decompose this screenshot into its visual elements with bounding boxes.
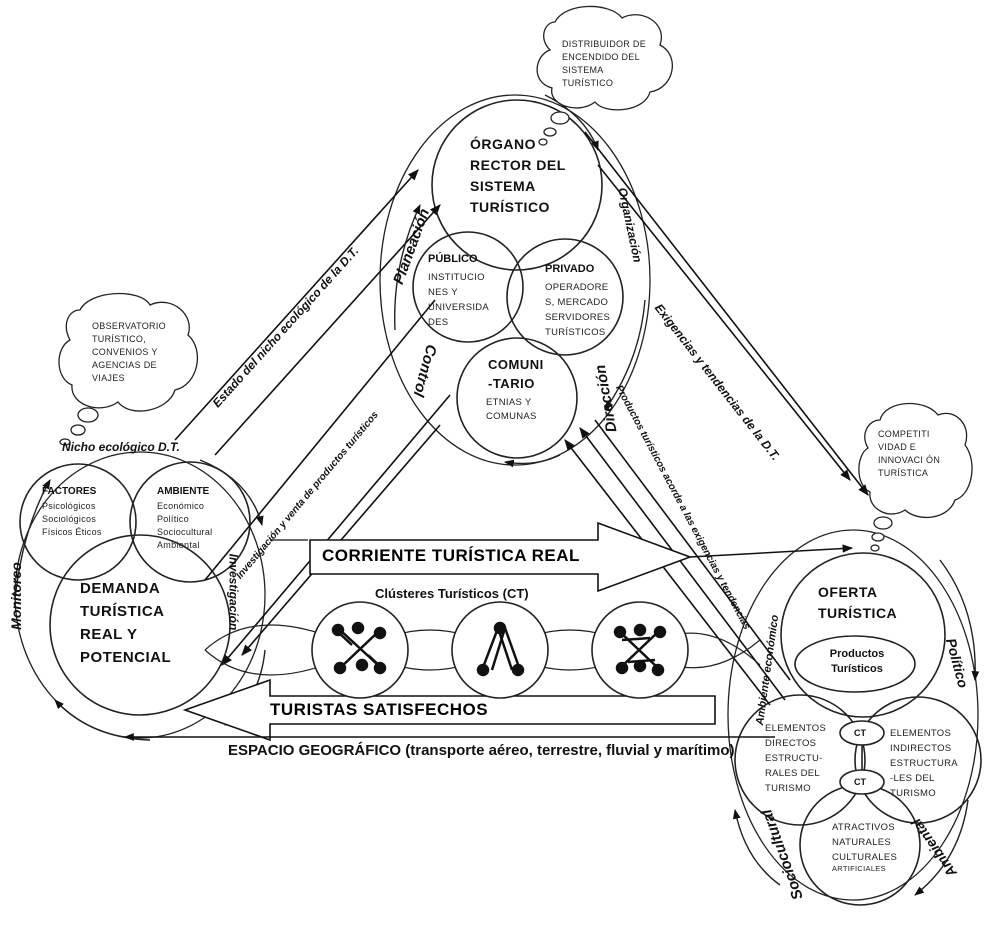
top-node: [379, 94, 651, 466]
monitoreo-label: Monitoreo: [7, 562, 24, 630]
privado-title: PRIVADO: [545, 263, 595, 275]
right-outer-ring: [727, 529, 979, 901]
arrow-exigencias: [584, 131, 869, 496]
factores-title: FACTORES: [42, 486, 97, 497]
cloud-top: [536, 5, 673, 146]
productos-ellipse: [794, 635, 916, 693]
cloud-right: [858, 402, 973, 552]
organo-circle: [431, 99, 603, 271]
directos-text: ELEMENTOS DIRECTOS ESTRUCTU- RALES DEL T…: [765, 723, 827, 794]
cloud-left: [58, 292, 199, 446]
organo-title: ÓRGANO RECTOR DEL SISTEMA TURÍSTICO: [470, 136, 566, 215]
atractivos-text: ATRACTIVOS NATURALES CULTURALES: [832, 822, 898, 863]
ambiente-items: Económico Político Sociocultural Ambient…: [157, 501, 213, 550]
demanda-circle: [49, 534, 231, 716]
atractivos-artificiales: ARTIFICIALES: [832, 864, 886, 873]
arrow-exigencias-2: [597, 164, 851, 481]
ct-label-1: CT: [854, 728, 866, 738]
turistas-block-arrow: [182, 678, 716, 742]
comunitario-text: ETNIAS Y COMUNAS: [486, 397, 537, 422]
top-outer-ring: [379, 94, 651, 466]
right-node: [727, 529, 982, 906]
arrow-estado-nicho: [174, 169, 419, 441]
arrow-investigacion-venta: [221, 394, 451, 666]
cluster-icon-3: [613, 623, 667, 677]
arrow-productos-2: [564, 439, 771, 706]
cluster-icon-2: [476, 621, 525, 677]
nicho-label: Nicho ecológico D.T.: [62, 440, 180, 454]
factores-items: Psicológicos Sociológicos Físicos Éticos: [42, 501, 102, 537]
cloud-top-text: DISTRIBUIDOR DE ENCENDIDO DEL SISTEMA TU…: [562, 39, 647, 88]
oferta-circle: [780, 552, 946, 718]
ct-label-2: CT: [854, 777, 866, 787]
cluster-icon-1: [331, 621, 387, 675]
clusteres-label: Clústeres Turísticos (CT): [375, 586, 529, 601]
privado-circle: [506, 238, 624, 356]
arrow-productos-acorde: [579, 427, 786, 701]
corriente-block-arrow: [309, 521, 693, 593]
publico-text: INSTITUCIO NES Y UNIVERSIDA DES: [428, 272, 489, 328]
ambiente-title: AMBIENTE: [157, 486, 210, 497]
demanda-title: DEMANDA TURÍSTICA REAL Y POTENCIAL: [80, 580, 172, 666]
cloud-left-text: OBSERVATORIO TURÍSTICO, CONVENIOS Y AGEN…: [92, 321, 166, 383]
oferta-title: OFERTA TURÍSTICA: [818, 584, 898, 621]
cluster-circle-2: [451, 601, 549, 699]
investigacion-ring-label: Investigación: [226, 553, 241, 631]
espacio-label: ESPACIO GEOGRÁFICO (transporte aéreo, te…: [228, 742, 735, 759]
corriente-label: CORRIENTE TURÍSTICA REAL: [322, 546, 580, 565]
comunitario-circle: [456, 337, 578, 459]
indirectos-circle: [854, 696, 982, 824]
left-node: [14, 451, 266, 739]
arrow-nicho-2: [214, 204, 441, 456]
directos-circle: [734, 694, 866, 826]
privado-text: OPERADORE S, MERCADO SERVIDORES TURÍSTIC…: [545, 282, 611, 338]
turistas-label: TURISTAS SATISFECHOS: [270, 700, 489, 719]
comunitario-title: COMUNI -TARIO: [488, 357, 544, 391]
publico-circle: [412, 231, 524, 343]
ambiente-circle: [129, 461, 251, 583]
publico-title: PÚBLICO: [428, 253, 478, 265]
productos-label: Productos Turísticos: [829, 648, 885, 675]
cloud-right-text: COMPETITI VIDAD E INNOVACI ÓN TURÍSTICA: [878, 429, 941, 478]
indirectos-text: ELEMENTOS INDIRECTOS ESTRUCTURA -LES DEL…: [890, 728, 958, 799]
clusters-row: [204, 601, 761, 699]
factores-circle: [19, 463, 137, 581]
